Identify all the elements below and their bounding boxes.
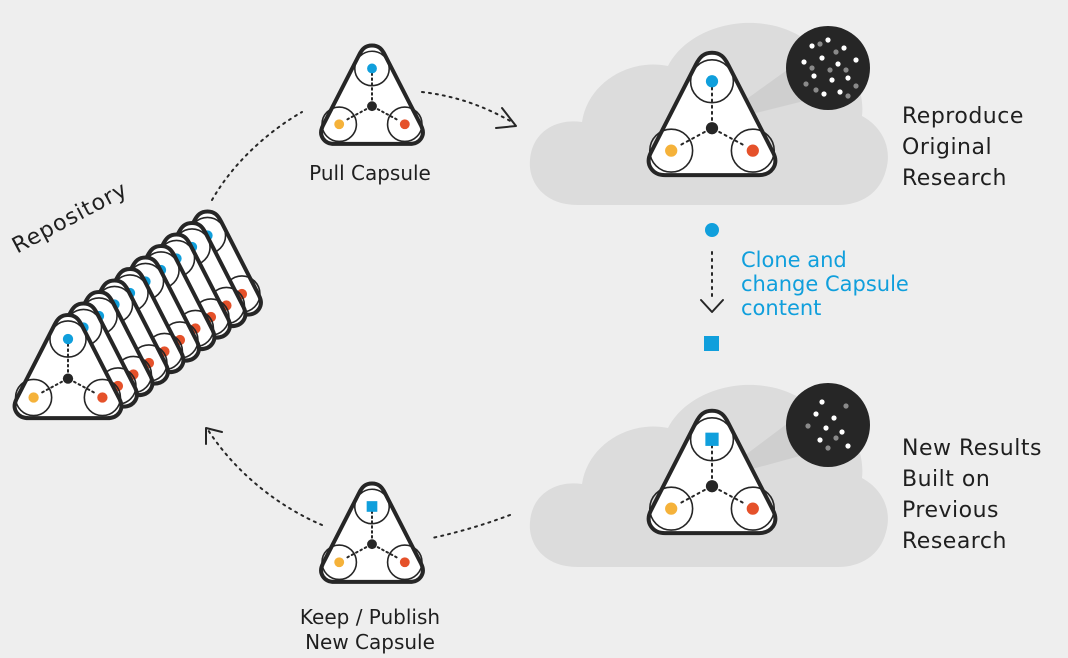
clone-change-label: Clone and change Capsule content	[741, 248, 909, 320]
clone-line-2: change Capsule	[741, 272, 909, 296]
arrow-cloud-to-keep	[431, 514, 511, 539]
new-results-line-3: Previous	[902, 498, 999, 523]
repository-capsule-stack	[12, 209, 263, 421]
reproduce-line-3: Research	[902, 166, 1007, 191]
keep-publish-label: Keep / Publish New Capsule	[270, 605, 470, 655]
keep-line-2: New Capsule	[305, 630, 435, 654]
new-results-line-2: Built on	[902, 467, 991, 492]
arrow-pull-to-cloud	[421, 91, 517, 129]
data-scatter-icon-top	[786, 26, 870, 110]
stack-capsule-0	[12, 312, 124, 421]
clone-line-1: Clone and	[741, 248, 847, 272]
arrow-keep-to-repository	[205, 427, 323, 526]
pull-capsule-label: Pull Capsule	[309, 161, 431, 185]
keep-line-1: Keep / Publish	[299, 605, 441, 629]
capsule-triangle-icon-reproduce	[646, 50, 778, 178]
reproduce-label: Reproduce Original Research	[902, 101, 1024, 194]
capsule-triangle-icon-new-results	[646, 408, 778, 536]
new-results-label: New Results Built on Previous Research	[902, 433, 1042, 557]
reproduce-line-1: Reproduce	[902, 104, 1024, 129]
circle-to-square-icon	[700, 223, 724, 351]
new-results-line-1: New Results	[902, 436, 1042, 461]
data-scatter-icon-bottom	[786, 383, 870, 467]
capsule-triangle-icon-pull	[319, 43, 425, 146]
arrow-repository-to-pull	[211, 111, 303, 201]
new-results-line-4: Research	[902, 529, 1007, 554]
clone-line-3: content	[741, 296, 822, 320]
reproduce-line-2: Original	[902, 135, 993, 160]
capsule-triangle-icon-keep	[319, 481, 425, 584]
